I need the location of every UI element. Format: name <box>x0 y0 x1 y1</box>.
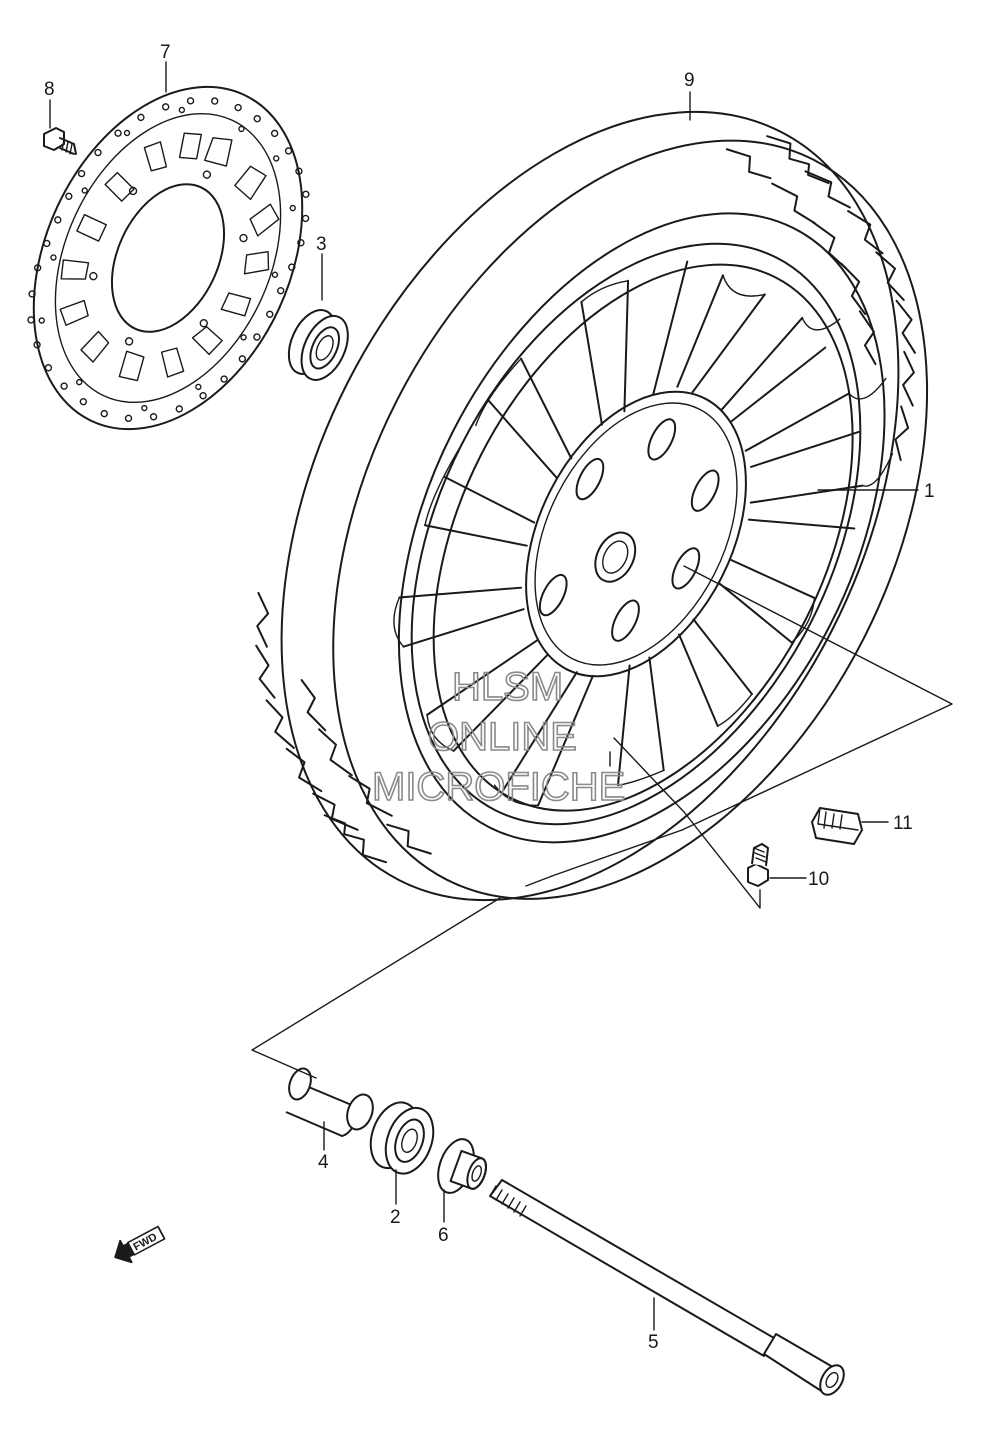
balance-weight-part[interactable] <box>811 807 863 845</box>
callout-7[interactable]: 7 <box>160 42 171 63</box>
callout-5[interactable]: 5 <box>648 1332 659 1353</box>
callout-2[interactable]: 2 <box>390 1207 401 1228</box>
watermark: HLSM ONLINE MICROFICHE <box>371 664 626 810</box>
axle-collar-part[interactable] <box>431 1134 493 1202</box>
watermark-line-3: MICROFICHE <box>372 765 625 809</box>
axle-spacer-part[interactable] <box>285 1066 377 1137</box>
brake-disc-part[interactable] <box>0 43 355 472</box>
callout-leaders <box>49 61 919 1331</box>
watermark-line-1: HLSM <box>452 665 563 709</box>
callout-3[interactable]: 3 <box>316 234 327 255</box>
callout-4[interactable]: 4 <box>318 1152 329 1173</box>
callout-8[interactable]: 8 <box>44 79 55 100</box>
callout-11[interactable]: 11 <box>893 813 913 834</box>
wheel-bearing-upper-part[interactable] <box>280 303 358 387</box>
callout-labels: 1 2 3 4 5 6 7 8 9 10 11 <box>44 42 935 1353</box>
front-axle-part[interactable] <box>489 1179 849 1399</box>
fwd-direction-badge: FWD <box>114 1225 166 1264</box>
fwd-label: FWD <box>131 1231 159 1253</box>
callout-9[interactable]: 9 <box>684 70 695 91</box>
callout-6[interactable]: 6 <box>438 1225 449 1246</box>
assembly-guide-lines <box>251 565 953 1079</box>
disc-bolt-part[interactable] <box>43 127 77 155</box>
cast-wheel-part[interactable] <box>319 168 951 899</box>
watermark-line-2: ONLINE <box>428 715 577 759</box>
wheel-bearing-lower-part[interactable] <box>362 1096 442 1180</box>
callout-1[interactable]: 1 <box>924 481 935 502</box>
tire-valve-part[interactable] <box>747 843 769 887</box>
callout-10[interactable]: 10 <box>808 869 829 890</box>
tire-part[interactable] <box>157 8 1000 1018</box>
